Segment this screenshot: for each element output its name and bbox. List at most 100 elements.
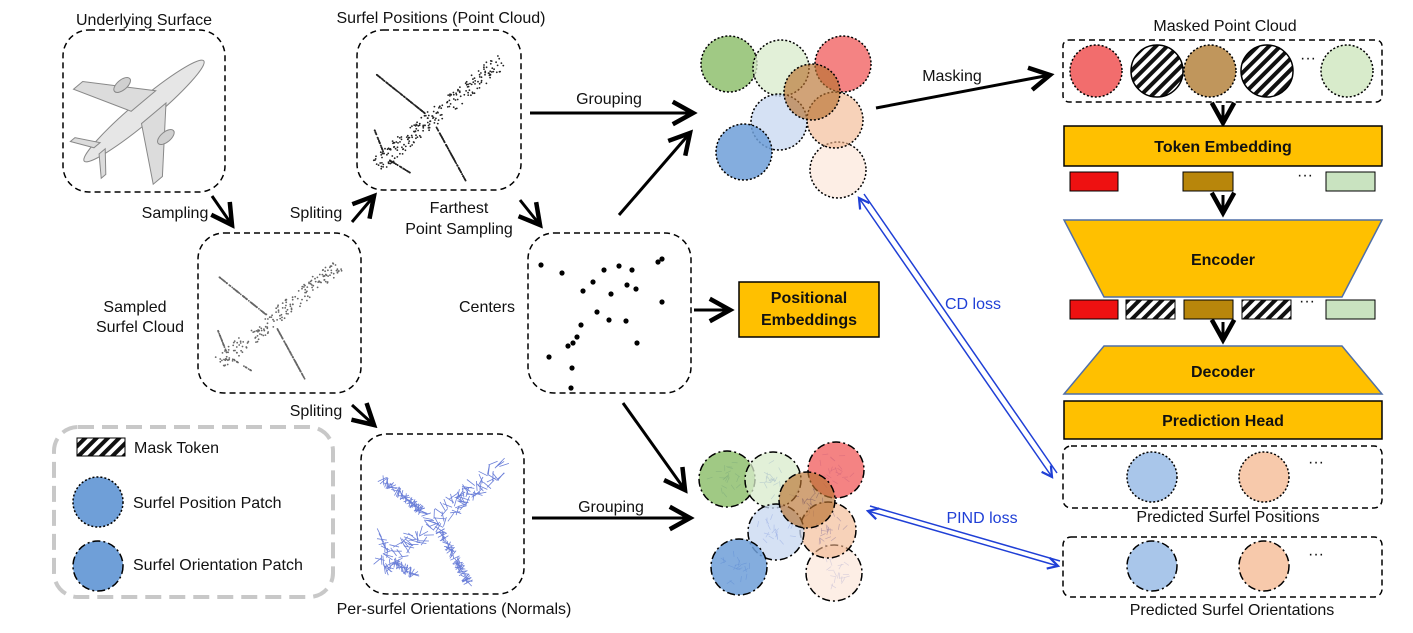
texture-dot xyxy=(416,121,418,123)
texture-dot xyxy=(219,358,221,360)
texture-dot xyxy=(258,338,260,340)
predicted-positions-ellipsis: ··· xyxy=(1308,454,1324,471)
texture-dot xyxy=(284,317,286,319)
texture-dot xyxy=(284,343,286,345)
texture-dot xyxy=(288,348,290,350)
texture-dot xyxy=(325,267,327,269)
texture-dot xyxy=(341,270,343,272)
texture-dot xyxy=(340,268,342,270)
texture-dot xyxy=(410,145,412,147)
texture-dot xyxy=(467,92,469,94)
texture-dot xyxy=(299,305,301,307)
texture-dot xyxy=(228,357,230,359)
texture-dot xyxy=(446,145,448,147)
texture-dot xyxy=(407,138,409,140)
token-row1-ellipsis: ··· xyxy=(1297,167,1313,184)
texture-dot xyxy=(428,129,430,131)
texture-dot xyxy=(427,111,429,113)
texture-dot xyxy=(382,79,384,81)
grouping-top-label: Grouping xyxy=(576,91,642,108)
texture-dot xyxy=(332,263,334,265)
texture-dot xyxy=(420,136,422,138)
positional-label-line2: Embeddings xyxy=(761,312,857,329)
texture-dot xyxy=(441,104,443,106)
texture-dot xyxy=(279,315,281,317)
texture-dot xyxy=(497,55,499,57)
texture-dot xyxy=(233,350,235,352)
texture-dot xyxy=(248,300,250,302)
texture-dot xyxy=(417,125,419,127)
texture-dot xyxy=(238,337,240,339)
texture-dot xyxy=(304,292,306,294)
texture-dot xyxy=(395,163,397,165)
texture-dot xyxy=(472,92,474,94)
texture-dot xyxy=(479,87,481,89)
texture-dot xyxy=(394,157,396,159)
texture-dot xyxy=(302,375,304,377)
texture-normal xyxy=(436,518,446,519)
texture-dot xyxy=(300,370,302,372)
texture-dot xyxy=(275,307,277,309)
encoded-mask-token-2 xyxy=(1242,300,1291,319)
predicted-position-patch-orange xyxy=(1239,452,1289,502)
texture-dot xyxy=(443,140,445,142)
center-point xyxy=(538,262,543,267)
texture-dot xyxy=(269,316,271,318)
texture-dot xyxy=(415,137,417,139)
texture-dot xyxy=(382,164,384,166)
texture-dot xyxy=(437,123,439,125)
texture-dot xyxy=(392,86,394,88)
texture-dot xyxy=(249,369,251,371)
texture-dot xyxy=(401,146,403,148)
texture-dot xyxy=(327,282,329,284)
texture-dot xyxy=(217,330,219,332)
legend-position-patch-label: Surfel Position Patch xyxy=(133,495,282,512)
texture-dot xyxy=(276,319,278,321)
texture-dot xyxy=(227,364,229,366)
texture-dot xyxy=(469,89,471,91)
texture-dot xyxy=(401,136,403,138)
texture-normal xyxy=(487,478,496,482)
texture-dot xyxy=(481,76,483,78)
texture-dot xyxy=(428,125,430,127)
center-point xyxy=(546,354,551,359)
texture-dot xyxy=(238,355,240,357)
texture-dot xyxy=(278,311,280,313)
texture-dot xyxy=(399,137,401,139)
texture-dot xyxy=(489,77,491,79)
texture-dot xyxy=(226,352,228,354)
texture-dot xyxy=(330,270,332,272)
center-point xyxy=(568,385,573,390)
center-point xyxy=(629,267,634,272)
token-red xyxy=(1070,172,1118,191)
center-point xyxy=(633,286,638,291)
texture-dot xyxy=(381,162,383,164)
center-point xyxy=(570,340,575,345)
texture-dot xyxy=(405,149,407,151)
sampling-label: Sampling xyxy=(142,205,209,222)
texture-dot xyxy=(308,283,310,285)
texture-normal xyxy=(483,482,491,489)
texture-normal xyxy=(381,555,382,565)
texture-normal xyxy=(497,473,504,480)
center-point xyxy=(624,282,629,287)
encoded-token-red xyxy=(1070,300,1118,319)
mask-token-circle-1 xyxy=(1131,45,1183,97)
texture-dot xyxy=(423,112,425,114)
texture-dot xyxy=(285,305,287,307)
surfel-point-cloud-image xyxy=(373,55,504,181)
texture-dot xyxy=(251,330,253,332)
texture-dot xyxy=(261,330,263,332)
texture-dot xyxy=(278,331,280,333)
texture-dot xyxy=(390,85,392,87)
texture-dot xyxy=(461,103,463,105)
texture-dot xyxy=(292,296,294,298)
texture-dot xyxy=(376,163,378,165)
texture-dot xyxy=(408,171,410,173)
predicted-orientation-patch-orange xyxy=(1239,541,1289,591)
encoded-token-brown xyxy=(1184,300,1233,319)
texture-dot xyxy=(240,294,242,296)
texture-dot xyxy=(324,270,326,272)
texture-dot xyxy=(478,70,480,72)
texture-dot xyxy=(247,342,249,344)
